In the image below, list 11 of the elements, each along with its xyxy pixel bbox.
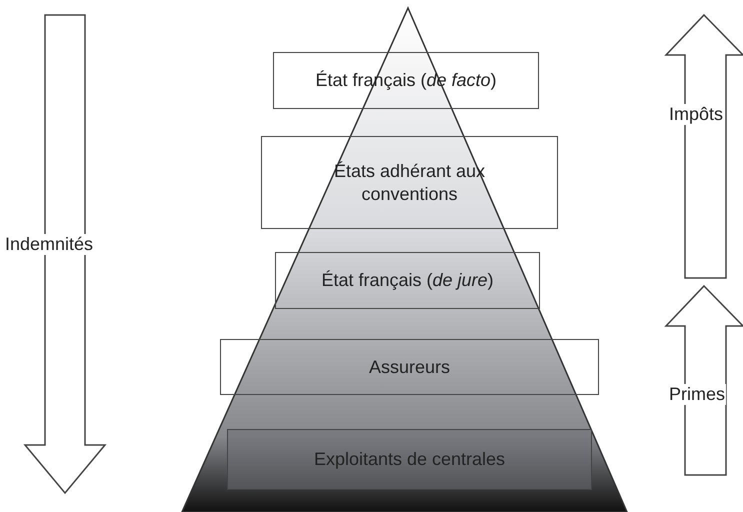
arrow-label: Impôts <box>668 104 724 125</box>
level-box <box>227 429 592 490</box>
arrow-label: Indemnités <box>4 234 94 255</box>
level-box <box>275 252 540 309</box>
level-box <box>220 339 599 395</box>
arrow-label: Primes <box>668 384 726 405</box>
level-label: Assureurs <box>368 356 450 378</box>
level-label: Exploitants de centrales <box>314 448 506 471</box>
level-label: État français (de jure) <box>321 269 494 292</box>
level-box <box>273 52 539 109</box>
level-box <box>261 136 558 229</box>
